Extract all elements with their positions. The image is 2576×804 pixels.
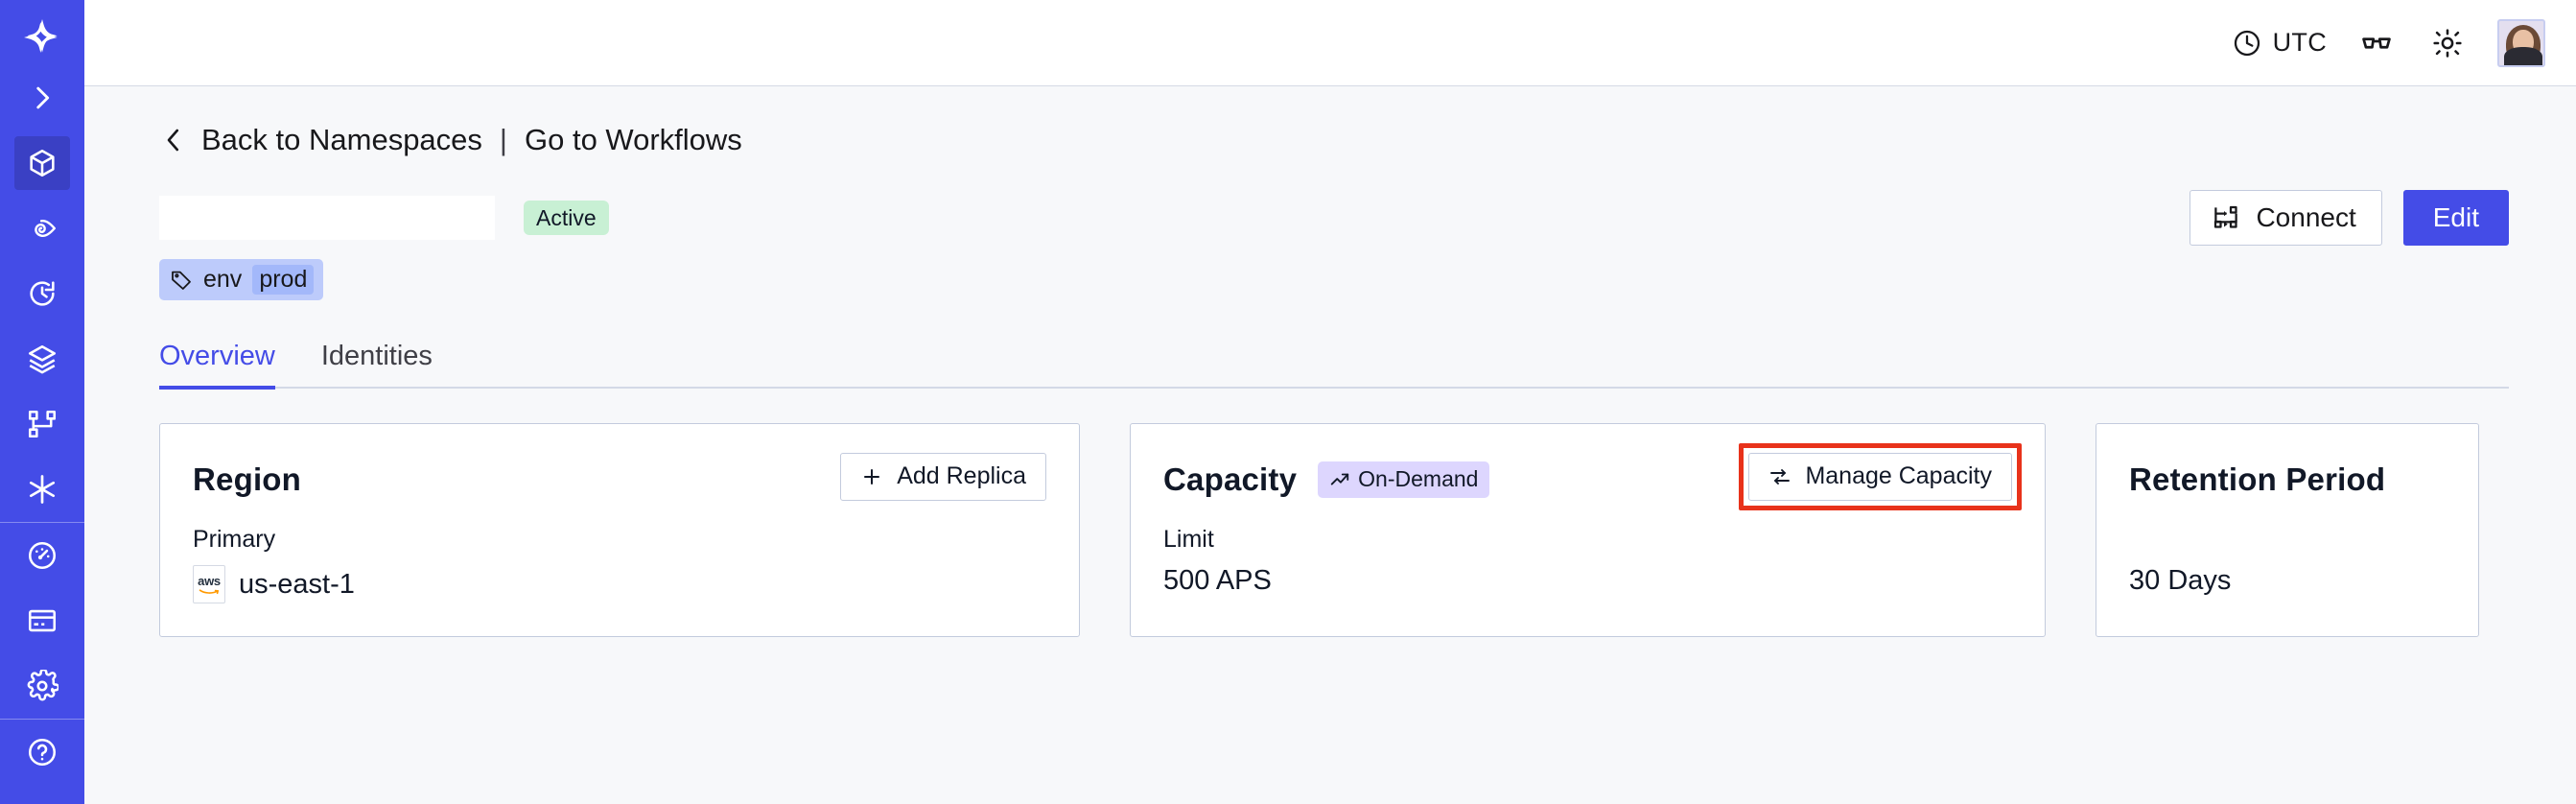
temporal-logo-icon[interactable] [0,10,84,65]
card-retention: Retention Period 30 Days [2096,423,2479,637]
clock-icon [2232,28,2262,59]
sliders-icon [1768,465,1791,488]
sidebar-divider-footer [0,719,84,720]
manage-capacity-label: Manage Capacity [1805,462,1992,489]
card-capacity: Capacity On-Demand [1130,423,2046,637]
eye-spiral-icon [14,201,70,255]
card-region-sublabel: Primary [193,526,276,553]
sidebar-item-usage[interactable] [0,523,84,588]
add-replica-label: Add Replica [897,462,1026,489]
tag-row: env prod [159,259,2509,300]
card-capacity-title: Capacity [1163,461,1298,497]
tag-icon [170,269,193,292]
connect-icon [2212,203,2240,232]
chevron-left-icon[interactable] [159,126,188,154]
avatar[interactable] [2497,18,2545,67]
gauge-icon [14,529,70,582]
status-badge: Active [524,200,609,236]
chevron-right-icon [14,71,70,125]
reading-glasses-icon[interactable] [2355,22,2398,64]
card-capacity-sublabel: Limit [1163,526,1214,553]
card-region-head: Region [193,453,1046,507]
trend-up-icon [1329,469,1350,490]
page-content: Back to Namespaces | Go to Workflows Act… [84,86,2576,804]
card-retention-spacer [2129,526,2446,554]
avatar-body [2504,46,2542,65]
gear-icon [14,659,70,713]
add-replica-button[interactable]: Add Replica [840,453,1046,501]
capacity-mode-badge: On-Demand [1318,461,1490,498]
aws-logo-icon: aws [193,565,225,603]
connect-button-label: Connect [2256,202,2356,232]
namespace-header: Active [159,190,2509,246]
page-title [159,196,495,240]
sidebar-item-expand-sidebar[interactable] [0,65,84,130]
card-capacity-value: 500 APS [1163,565,1272,596]
overview-cards: Region Add Replica Primary aws [159,423,2509,637]
capacity-mode-label: On-Demand [1358,466,1479,492]
main-area: UTC [84,0,2576,804]
breadcrumb-workflows-link[interactable]: Go to Workflows [524,123,742,156]
sidebar-item-history[interactable] [0,261,84,326]
sidebar-item-workflows[interactable] [0,391,84,457]
breadcrumb: Back to Namespaces | Go to Workflows [159,86,2509,157]
aws-wordmark: aws [198,573,221,588]
primary-sidebar [0,0,84,804]
credit-card-icon [14,594,70,648]
sidebar-item-layers[interactable] [0,326,84,391]
tag-key: env [203,266,243,293]
sidebar-item-observability[interactable] [0,196,84,261]
card-retention-title: Retention Period [2129,461,2386,497]
history-clock-icon [14,267,70,320]
edit-button-label: Edit [2432,202,2479,232]
manage-capacity-button[interactable]: Manage Capacity [1748,453,2012,501]
breadcrumb-back-link[interactable]: Back to Namespaces [201,123,482,156]
tab-identities[interactable]: Identities [320,341,433,371]
tag-value: prod [252,265,315,295]
sidebar-item-billing[interactable] [0,588,84,653]
sun-icon[interactable] [2426,22,2469,64]
card-region-title: Region [193,461,302,497]
timezone-selector[interactable]: UTC [2232,28,2327,59]
card-region: Region Add Replica Primary aws [159,423,1080,637]
asterisk-icon [14,462,70,516]
sidebar-item-nexus[interactable] [0,457,84,522]
breadcrumb-separator: | [499,123,507,156]
sidebar-divider [0,522,84,523]
tab-bar: Overview Identities [159,341,2509,390]
connect-button[interactable]: Connect [2190,190,2382,246]
cube-icon [14,136,70,190]
timezone-label: UTC [2272,28,2327,57]
card-region-value: us-east-1 [239,568,355,600]
layers-icon [14,332,70,386]
card-region-value-row: aws us-east-1 [193,565,1046,603]
plus-icon [860,465,883,488]
card-capacity-head: Capacity On-Demand [1163,453,2012,507]
tab-overview[interactable]: Overview [159,341,275,390]
top-bar: UTC [84,0,2576,86]
namespace-tag[interactable]: env prod [159,259,324,300]
sidebar-item-help[interactable] [0,720,84,785]
sidebar-item-namespaces[interactable] [0,130,84,196]
sidebar-item-settings[interactable] [0,653,84,719]
header-actions: Connect Edit [2190,190,2509,246]
edit-button[interactable]: Edit [2402,190,2509,246]
card-retention-value: 30 Days [2129,565,2232,596]
manage-capacity-highlight: Manage Capacity [1739,443,2022,510]
card-retention-head: Retention Period [2129,453,2446,507]
workflow-graph-icon [14,397,70,451]
help-circle-icon [14,725,70,779]
